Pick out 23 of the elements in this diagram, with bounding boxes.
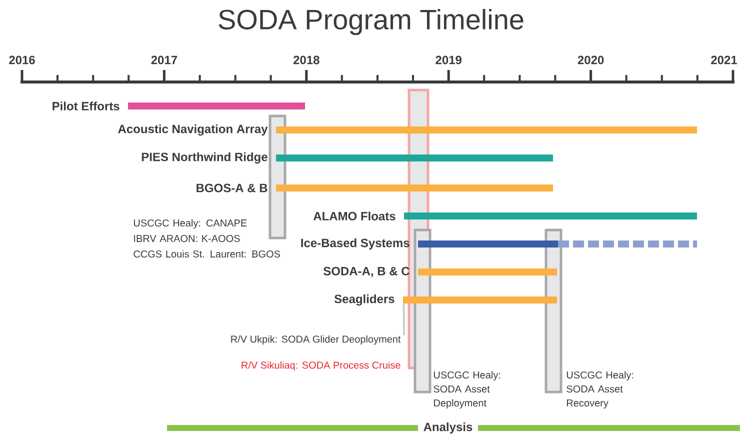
cruise-label: USCGC Healy: SODA Asset Deployment (434, 371, 500, 408)
bar-label: ALAMO Floats (313, 212, 396, 220)
year-label: 2016 (9, 56, 35, 64)
bar-label: SODA-A, B & C (323, 266, 410, 278)
year-label: 2017 (151, 56, 178, 64)
bar-label: Seagliders (334, 294, 394, 306)
bar-label: PIES Northwind Ridge (142, 152, 268, 164)
cruise-label: R/V Ukpik: SODA Glider Deoployment (231, 335, 401, 345)
bar-label: Ice-Based Systems (301, 238, 410, 250)
bar-label: Acoustic Navigation Array (118, 124, 268, 136)
cruise-label: R/V Sikuliaq: SODA Process Cruise (242, 361, 400, 371)
title: SODA Program Timeline (218, 8, 524, 36)
bar-label: BGOS-A & B (196, 184, 268, 192)
leader-line (402, 304, 405, 336)
cruise-label: USCGC Healy: SODA Asset Recovery (566, 371, 634, 408)
year-label: 2019 (436, 56, 462, 64)
bar-label: Pilot Efforts (52, 102, 120, 110)
year-label: 2018 (293, 56, 320, 64)
year-label: 2020 (578, 56, 604, 64)
node-label: Analysis (424, 422, 472, 434)
analysis-bar: Analysis (167, 422, 740, 434)
year-label: 2021 (711, 56, 737, 64)
cruise-label: USCGC Healy: CANAPE IBRV ARAON: K-AOOS CCGS Louis St. Laurent: BGOS (134, 219, 280, 258)
